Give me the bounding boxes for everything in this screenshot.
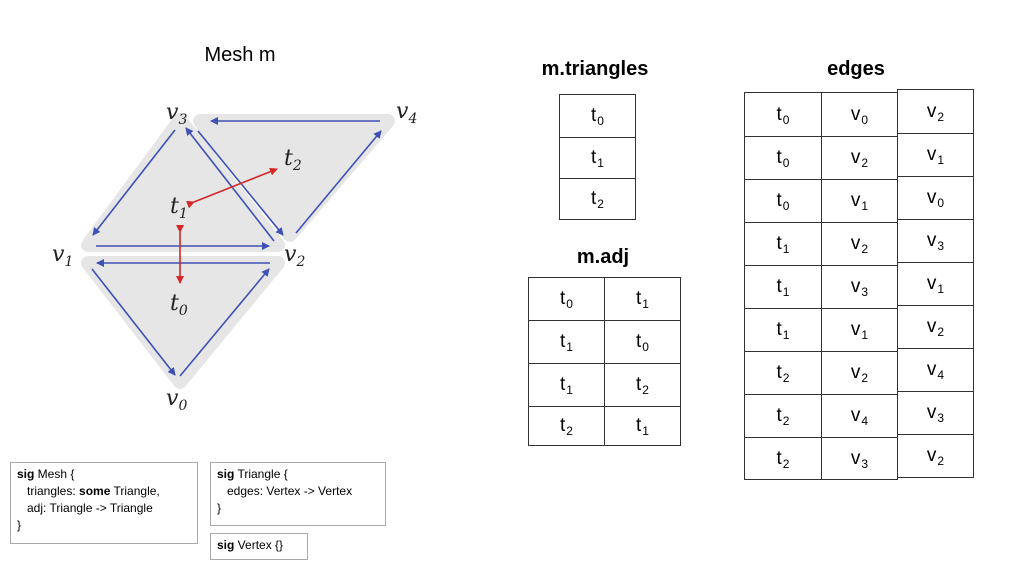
- code-line: sig Vertex {}: [217, 538, 284, 552]
- triangle-label-t0: t0: [170, 291, 188, 319]
- vertex-label-v2: v2: [284, 242, 305, 270]
- mesh-title: Mesh m: [204, 44, 276, 66]
- triangle-labels: t1 t2 t0: [170, 146, 302, 319]
- triangle-t0-fill: [81, 256, 285, 389]
- code-line: edges: Vertex -> Vertex: [217, 484, 353, 498]
- keyword: some: [79, 484, 111, 498]
- edge-t2-v2-v4: [295, 130, 382, 234]
- keyword: sig: [217, 538, 235, 552]
- triangle-label-t2: t2: [284, 146, 302, 174]
- code-line: sig Triangle {: [217, 467, 288, 481]
- code-line: }: [17, 518, 22, 532]
- vertex-label-v3: v3: [166, 100, 187, 128]
- triangle-label-t1: t1: [170, 194, 188, 222]
- triangle-fills: [81, 113, 395, 389]
- triangles-table-title: m.triangles: [541, 58, 649, 80]
- adjacency-t1-t2: [186, 167, 278, 209]
- mesh-signature-box: sig Mesh { triangles: some Triangle, adj…: [10, 462, 198, 544]
- vertex-labels: v3 v4 v1 v2 v0: [52, 99, 417, 414]
- vertex-label-v1: v1: [52, 242, 73, 270]
- code-line: }: [217, 501, 222, 515]
- triangle-signature-box: sig Triangle { edges: Vertex -> Vertex }: [210, 462, 386, 526]
- vertex-signature-box: sig Vertex {}: [210, 533, 308, 560]
- adjacency-arrows: [176, 167, 278, 284]
- adj-table-title: m.adj: [576, 246, 630, 268]
- code-line: triangles: some Triangle,: [17, 484, 160, 498]
- code-line: adj: Triangle -> Triangle: [17, 501, 153, 515]
- edge-t1-v3-v1: [92, 129, 176, 236]
- mesh-diagram: v3 v4 v1 v2 v0 t1 t2 t0: [52, 99, 417, 414]
- edge-t0-v0-v2: [179, 268, 270, 377]
- vertex-label-v4: v4: [396, 99, 417, 127]
- vertex-label-v0: v0: [166, 386, 187, 414]
- keyword: sig: [217, 467, 235, 481]
- keyword: sig: [17, 467, 35, 481]
- edge-t0-v1-v0: [91, 268, 176, 376]
- edges-table-title: edges: [827, 58, 885, 80]
- code-line: sig Mesh {: [17, 467, 75, 481]
